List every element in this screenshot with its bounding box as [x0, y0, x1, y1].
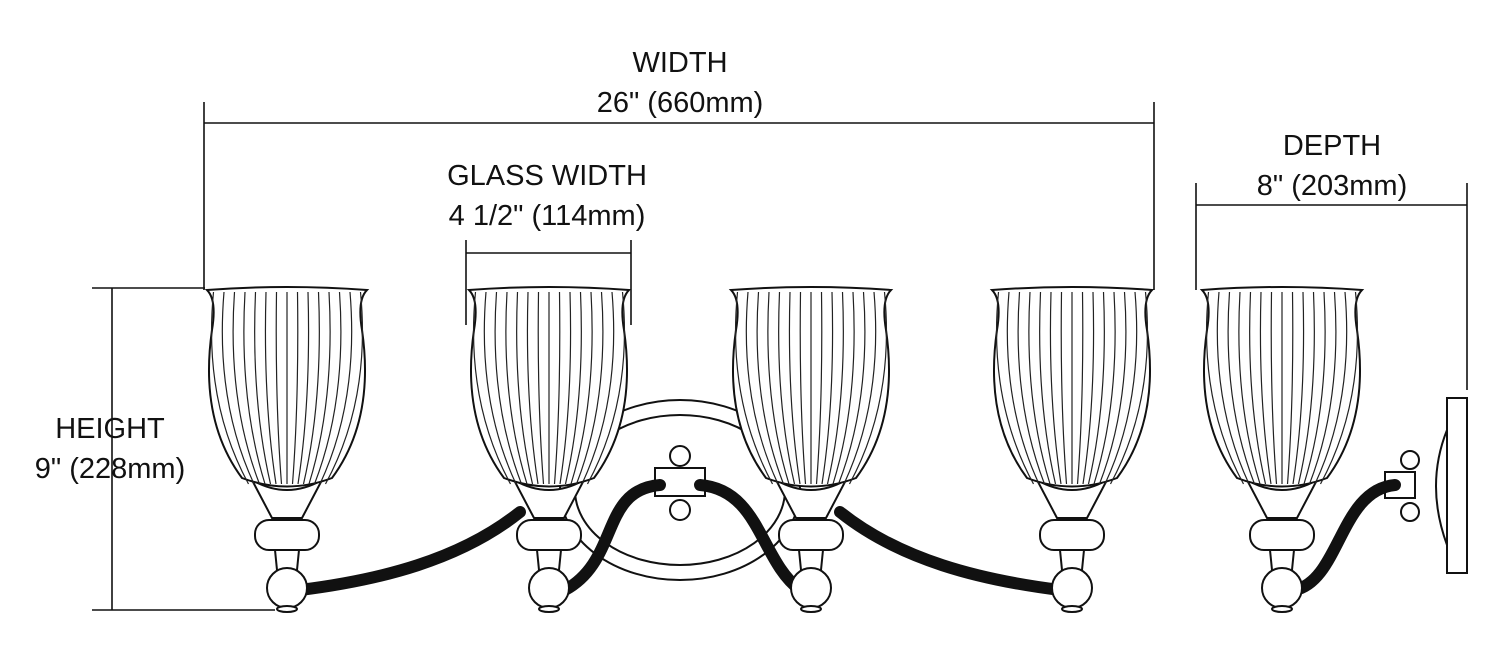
glass-width-title: GLASS WIDTH: [447, 160, 647, 192]
fixture-arms: [294, 479, 1401, 596]
width-value: 26" (660mm): [597, 87, 764, 119]
lamp-1: [204, 286, 370, 613]
backplate: [559, 399, 801, 581]
width-title: WIDTH: [632, 47, 727, 79]
height-value: 9" (228mm): [35, 453, 186, 485]
height-title: HEIGHT: [55, 413, 165, 445]
lamp-3: [728, 286, 894, 613]
side-backplate: [1384, 397, 1468, 574]
lamp-2: [466, 286, 632, 613]
glass-width-dimension: GLASS WIDTH 4 1/2" (114mm): [447, 160, 647, 325]
height-dimension: HEIGHT 9" (228mm): [35, 287, 275, 611]
depth-dimension: DEPTH 8" (203mm): [1195, 130, 1468, 390]
side-view-lamp: [1199, 286, 1365, 613]
depth-value: 8" (203mm): [1257, 170, 1408, 202]
width-dimension: WIDTH 26" (660mm): [203, 47, 1155, 290]
lamp-4: [989, 286, 1155, 613]
depth-title: DEPTH: [1283, 130, 1381, 162]
glass-width-value: 4 1/2" (114mm): [449, 200, 646, 232]
